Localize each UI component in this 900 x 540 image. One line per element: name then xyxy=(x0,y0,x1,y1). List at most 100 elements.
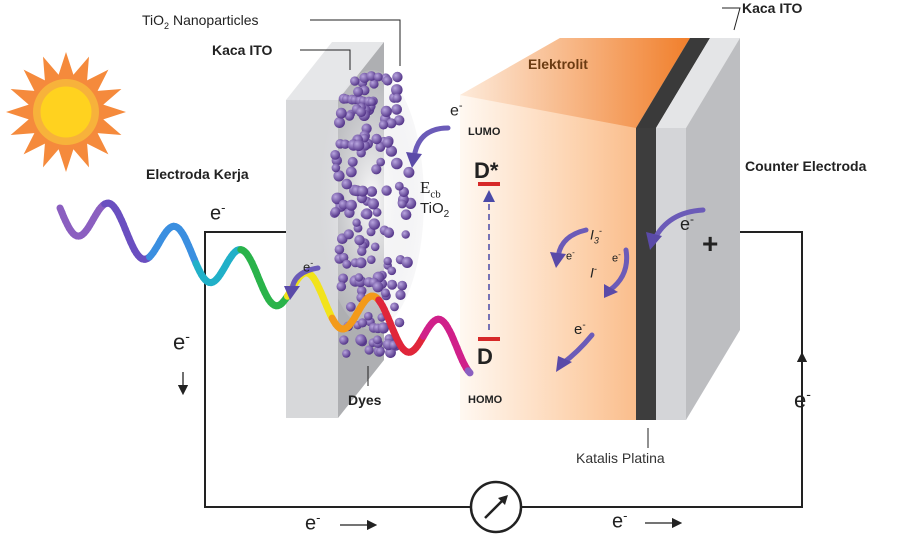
nanoparticle xyxy=(364,311,373,321)
nanoparticle xyxy=(395,289,406,300)
nanoparticle xyxy=(368,218,380,230)
nanoparticle xyxy=(382,137,393,148)
electron-label: e- xyxy=(305,510,321,535)
nanoparticle xyxy=(378,120,389,130)
nanoparticle xyxy=(367,97,376,106)
electron-label: e- xyxy=(566,248,575,263)
nanoparticle xyxy=(330,207,341,217)
ammeter-icon xyxy=(469,480,523,534)
tio2-nanoparticles xyxy=(329,71,417,358)
nanoparticle xyxy=(394,317,405,328)
nanoparticle xyxy=(357,318,368,328)
nanoparticle xyxy=(367,255,376,264)
nanoparticle xyxy=(383,256,392,266)
nanoparticle xyxy=(386,118,397,129)
d-label: D xyxy=(477,344,493,369)
counter-electrode-glass xyxy=(656,38,740,420)
arrow-heads xyxy=(284,152,662,372)
nanoparticle xyxy=(372,207,382,217)
nanoparticle xyxy=(403,166,415,178)
electroda-kerja-label: Electroda Kerja xyxy=(146,166,249,182)
nanoparticle xyxy=(376,347,385,356)
nanoparticle xyxy=(373,335,382,345)
nanoparticle xyxy=(354,234,365,246)
nanoparticle xyxy=(381,185,392,196)
nanoparticle xyxy=(352,218,361,227)
nanoparticle xyxy=(366,71,377,81)
nanoparticle xyxy=(387,279,398,290)
electron-label: e- xyxy=(173,328,190,355)
nanoparticle xyxy=(347,156,358,167)
electron-label: e- xyxy=(612,250,621,265)
nanoparticle xyxy=(352,139,365,152)
tio2-nanoparticles-label: TiO2 Nanoparticles xyxy=(142,12,259,31)
nanoparticle xyxy=(380,288,390,298)
nanoparticle xyxy=(390,302,399,312)
current-direction-arrows xyxy=(177,351,808,531)
nanoparticle xyxy=(334,244,345,255)
kaca-ito-left-label: Kaca ITO xyxy=(212,42,273,58)
nanoparticle xyxy=(377,322,389,334)
nanoparticle xyxy=(342,349,351,358)
light-wave xyxy=(56,199,474,377)
nanoparticle xyxy=(345,166,357,178)
nanoparticle xyxy=(340,139,350,149)
nanoparticle xyxy=(356,107,367,118)
lumo-label: LUMO xyxy=(468,126,501,138)
nanoparticle xyxy=(369,79,379,89)
iodide-label: I- xyxy=(590,264,597,281)
nanoparticle xyxy=(370,242,380,252)
nanoparticle xyxy=(367,198,379,210)
electron-label: e- xyxy=(612,508,628,533)
nanoparticle xyxy=(391,84,403,96)
nanoparticle xyxy=(357,246,367,256)
nanoparticle xyxy=(391,157,403,170)
nanoparticle xyxy=(338,273,348,284)
triiodide-label: I3- xyxy=(590,226,602,246)
nanoparticle xyxy=(382,75,393,86)
nanoparticle xyxy=(392,71,403,83)
nanoparticle xyxy=(335,107,347,119)
nanoparticle xyxy=(364,345,374,355)
nanoparticle xyxy=(366,186,378,197)
nanoparticle xyxy=(394,115,405,126)
leader-lines xyxy=(300,7,741,448)
electron-label: e- xyxy=(210,200,226,225)
sun-icon xyxy=(6,52,126,172)
nanoparticle xyxy=(371,133,382,145)
nanoparticle xyxy=(401,256,413,268)
electron-label: e- xyxy=(680,212,695,234)
nanoparticle xyxy=(380,105,392,117)
nanoparticle xyxy=(387,266,397,276)
nanoparticle xyxy=(334,117,345,128)
nanoparticle xyxy=(397,199,407,209)
nanoparticle xyxy=(376,157,386,167)
nanoparticle xyxy=(391,104,403,115)
platinum-catalyst xyxy=(636,38,710,420)
dyes-label: Dyes xyxy=(348,392,382,408)
electron-label: e- xyxy=(303,258,314,275)
nanoparticle xyxy=(341,178,353,190)
nanoparticle xyxy=(330,150,341,160)
ecb-label: Ecb xyxy=(420,178,441,201)
electron-label: e- xyxy=(794,386,811,413)
light-wave-segment xyxy=(464,367,474,377)
kaca-ito-right-label: Kaca ITO xyxy=(742,0,803,16)
nanoparticle xyxy=(331,163,341,173)
homo-label: HOMO xyxy=(468,394,503,406)
tio2-label: TiO2 xyxy=(420,200,450,220)
nanoparticle xyxy=(362,209,373,220)
elektrolit-label: Elektrolit xyxy=(528,56,588,72)
nanoparticle xyxy=(401,230,410,239)
plus-sign: + xyxy=(702,228,719,259)
nanoparticle xyxy=(346,302,356,312)
nanoparticle xyxy=(397,280,408,291)
nanoparticle xyxy=(385,145,397,157)
nanoparticle xyxy=(354,273,364,282)
nanoparticle xyxy=(345,199,357,211)
nanoparticle xyxy=(353,86,364,97)
nanoparticle xyxy=(400,209,412,220)
counter-electroda-label: Counter Electroda xyxy=(745,158,867,174)
